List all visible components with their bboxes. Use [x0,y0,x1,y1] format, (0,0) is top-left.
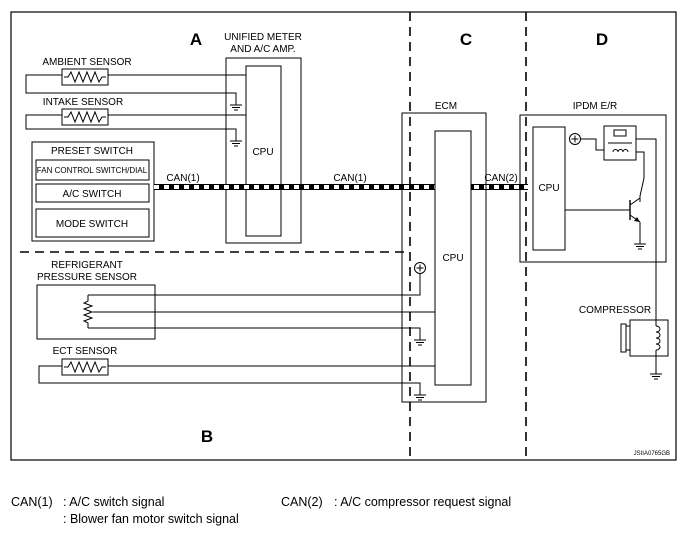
ac-switch-label: A/C SWITCH [63,189,122,200]
preset-switch: PRESET SWITCH FAN CONTROL SWITCH/DIAL A/… [31,141,155,242]
ecm-cpu-label: CPU [442,253,463,264]
ecm-cpu-box [434,130,472,386]
ecm-title: ECM [435,101,457,112]
can2-label: CAN(2) [484,173,517,184]
zone-b-label: B [201,427,213,446]
preset-switch-title: PRESET SWITCH [51,146,133,157]
legend-can2-key: CAN(2) [281,495,323,509]
wiring-diagram: A C D B UNIFIED METER AND A/C AMP. CPU A… [10,11,677,461]
ecm-box [401,112,487,403]
ipdm-cpu-label: CPU [538,183,559,194]
ecm-power-icon [414,262,426,274]
relay-driver-transistor [565,197,647,250]
meter-cpu-label: CPU [252,147,273,158]
zone-a-label: A [190,30,202,49]
legend-can1-desc-2: : Blower fan motor switch signal [63,512,239,526]
intake-sensor-label: INTAKE SENSOR [43,97,123,108]
can1-mid-label: CAN(1) [333,173,366,184]
diagram-code: JSIIA0765GB [634,451,670,457]
ambient-sensor-label: AMBIENT SENSOR [42,57,131,68]
ect-sensor-label: ECT SENSOR [53,346,118,357]
fan-control-switch-label: FAN CONTROL SWITCH/DIAL [37,166,148,175]
ipdm-cpu-box [532,126,566,251]
refrigerant-pressure-sensor [36,274,435,346]
refrigerant-sensor-subtitle: PRESSURE SENSOR [37,272,137,283]
ambient-sensor [25,68,246,111]
legend-can1-desc-1: : A/C switch signal [63,495,165,509]
can1-left-label: CAN(1) [166,173,199,184]
ipdm-box [519,114,667,263]
compressor-clutch [620,319,669,380]
ipdm-power-icon [569,133,581,145]
legend-can2-desc: : A/C compressor request signal [334,495,512,509]
intake-sensor [25,108,246,147]
ect-sensor [38,358,435,401]
ipdm-title: IPDM E/R [573,101,617,112]
meter-cpu-box [245,65,282,237]
zone-d-label: D [596,30,608,49]
unified-meter-title: UNIFIED METER [224,32,302,43]
mode-switch [35,208,150,238]
compressor-relay [603,125,637,161]
zone-c-label: C [460,30,472,49]
mode-switch-label: MODE SWITCH [56,219,128,230]
legend-can1-key: CAN(1) [11,495,53,509]
ac-switch [35,183,150,203]
unified-meter-subtitle: AND A/C AMP. [230,44,295,55]
compressor-label: COMPRESSOR [579,305,651,316]
fan-control-switch [35,159,150,181]
outer-frame [10,11,677,461]
refrigerant-sensor-title: REFRIGERANT [51,260,123,271]
